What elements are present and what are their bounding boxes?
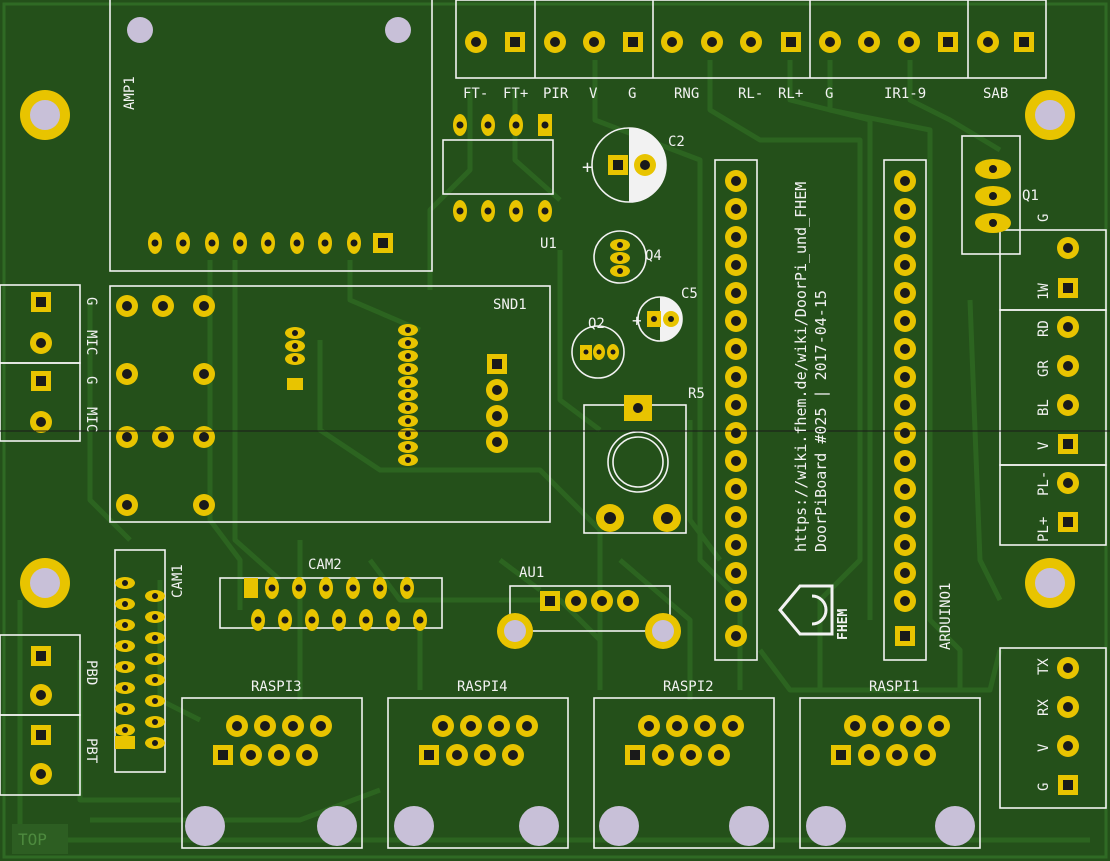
label-left-mic1: MIC [83,330,99,355]
q1-pads [975,159,1011,233]
ref-arduino1: ARDUINO1 [938,583,954,650]
label-left-g2: G [83,376,99,384]
right-terminal-pads [1057,237,1079,795]
label-left-mic2: MIC [83,407,99,432]
label-right-1w: 1W [1036,283,1052,300]
label-right-pl-plus: PL+ [1036,517,1052,542]
fhem-logo [778,584,834,636]
ref-cam1: CAM1 [170,564,186,598]
ref-raspi1: RASPI1 [869,679,920,695]
ref-au1: AU1 [519,565,544,581]
label-right-g2: G [1036,783,1052,791]
ref-q2: Q2 [588,316,605,332]
label-top-v: V [589,86,598,102]
label-top-rng: RNG [674,86,699,102]
arduino-header-left [725,170,747,647]
label-right-rd: RD [1036,320,1052,337]
label-right-rx: RX [1036,699,1052,716]
u1-pads [453,114,552,222]
c5-pads [647,311,679,327]
cam1-pads [115,577,165,749]
q4-pads [610,239,630,277]
label-right-g: G [1036,214,1052,222]
cam2-pads [244,577,427,631]
r5-pads [596,395,681,532]
label-right-v: V [1036,441,1052,450]
ref-cam2: CAM2 [308,557,342,573]
ref-q4: Q4 [645,248,662,264]
layer-label-text: TOP [18,830,47,849]
label-top-rl-plus: RL+ [778,86,803,102]
label-top-pir: PIR [543,86,569,102]
ref-raspi3: RASPI3 [251,679,302,695]
arduino-header-right [894,170,916,646]
label-top-g1: G [628,86,636,102]
label-right-v2: V [1036,743,1052,752]
c5-plus: + [632,311,642,330]
label-right-gr: GR [1036,360,1052,377]
q2-pads [580,344,619,360]
ref-amp1: AMP1 [122,76,138,110]
ref-c2: C2 [668,134,685,150]
label-top-sab: SAB [983,86,1008,102]
label-right-bl: BL [1036,399,1052,416]
label-right-pl-minus: PL- [1036,471,1052,496]
layer-label: TOP [12,824,68,854]
ref-raspi2: RASPI2 [663,679,714,695]
top-terminal-pads [465,31,1034,53]
c2-plus: + [582,157,593,178]
label-top-rl-minus: RL- [738,86,763,102]
label-top-ft-plus: FT+ [503,86,528,102]
amp1-pads [127,17,411,254]
ref-raspi4: RASPI4 [457,679,508,695]
snd1-pads [116,295,508,516]
label-top-g2: G [825,86,833,102]
label-left-g1: G [83,297,99,305]
board-url: https://wiki.fhem.de/wiki/DoorPi_und_FHE… [792,182,810,552]
ref-r5: R5 [688,386,705,402]
board-id: DoorPiBoard #025 | 2017-04-15 [812,290,830,552]
ref-c5: C5 [681,286,698,302]
fhem-logo-text: FHEM [836,609,851,640]
label-right-tx: TX [1036,658,1052,675]
label-top-ft-minus: FT- [463,86,488,102]
ref-u1: U1 [540,236,557,252]
label-left-pbt: PBT [83,738,99,764]
ref-q1: Q1 [1022,188,1039,204]
label-left-pbd: PBD [83,660,99,685]
ref-snd1: SND1 [493,297,527,313]
label-top-ir: IR1-9 [884,86,926,102]
